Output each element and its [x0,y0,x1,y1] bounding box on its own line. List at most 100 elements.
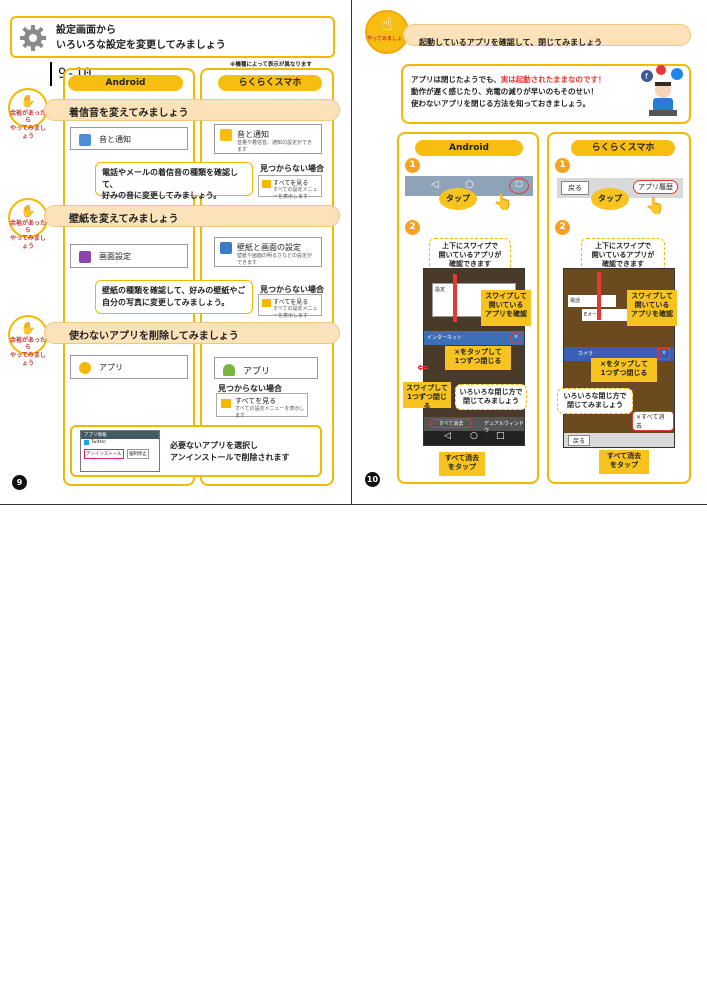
section-wallpaper-title: 壁紙を変えてみましょう [44,205,340,227]
section-ringtone-title: 着信音を変えてみましょう [44,99,340,121]
android-various-close: いろいろな閉じ方で 閉じてみましょう [455,384,527,410]
uninstall-note: 必要ないアプリを選択し アンインストールで削除されます [170,441,290,462]
waving-hand-icon: ✋ [20,321,36,335]
android-robot-icon [223,364,235,376]
close-icon[interactable]: × [510,332,522,344]
back-nav-icon[interactable]: ◁ [431,179,439,190]
try-badge-3: ✋余裕があったら やってみましょう [8,315,48,367]
raku-sound-setting[interactable]: 音と通知 音量や着信音、通知の設定ができます [214,124,322,154]
updown-arrow-icon-raku [597,272,601,320]
intro-text: アプリは閉じたようでも、実は起動されたままなのです！ 動作が遅く感じたり、充電の… [411,75,606,108]
try-badge-1: ✋余裕があったら やってみましょう [8,88,48,140]
uninstall-button[interactable]: アンインストール [84,449,124,459]
tap-bubble-raku: タップ [591,188,629,210]
raku-various-close: いろいろな閉じ方で 閉じてみましょう [557,388,633,414]
section-uninstall-title: 使わないアプリを削除してみましょう [44,322,340,344]
page9-title: 設定画面から いろいろな設定を変更してみましょう [56,25,226,51]
android-nav-bar: ◁ ○ □ [405,176,533,196]
tap-bubble-android: タップ [439,188,477,210]
see-all-2[interactable]: すべてを見る すべての設定メニューを表示します [258,294,322,319]
pointing-hand-icon: ☝ [381,14,393,35]
force-stop-button[interactable]: 強制停止 [126,449,149,459]
intro-frame [401,64,691,124]
gear-icon [20,25,46,51]
page-10: ☝ やってみましょう 起動しているアプリを確認して、閉じてみましょう アプリは閉… [353,0,707,505]
close-icon-raku[interactable]: × [658,348,670,360]
step2-android: 2 [405,220,420,235]
raku-col-frame [547,132,691,484]
step2-raku: 2 [555,220,570,235]
raku-swipe-updown: 上下にスワイプで 開いているアプリが 確認できます [581,238,665,272]
raku-clear-all-tap: すべて消去 をタップ [599,450,649,474]
not-found-1: 見つからない場合 [260,164,324,173]
left-arrow-icon: ⇐ [417,360,429,376]
finger-tap-icon-raku: 👆 [645,196,665,215]
card-camera[interactable]: カメラ × [564,347,674,361]
booklet-spread: 設定画面から いろいろな設定を変更してみましょう 9-10 ※機種によって表示が… [0,0,707,505]
see-all-3[interactable]: すべてを見る すべての設定メニューを表示します [216,393,308,419]
folder-icon [262,299,271,307]
page-number-9: 9 [12,475,27,490]
android-display-setting[interactable]: 画面設定 [70,244,188,268]
android-clear-bar: すべて消去 デュアルウィンドウ [424,417,524,434]
see-all-1[interactable]: すべてを見る すべての設定メニューを表示します [258,175,322,200]
android-swipe-close: スワイプして 1つずつ閉じる [403,382,451,410]
card-email: Eメール [582,309,632,321]
raku-history-button[interactable]: アプリ履歴 [633,180,678,194]
waving-hand-icon: ✋ [20,204,36,218]
android-col-frame [397,132,539,484]
home-nav-icon[interactable]: ○ [465,179,474,190]
android-clear-all-tap: すべて消去 をタップ [439,452,485,476]
page9-header: 設定画面から いろいろな設定を変更してみましょう [10,16,335,58]
android-x-tap: ×をタップして 1つずつ閉じる [445,346,511,370]
worried-person-icon: f [639,64,687,118]
raku-x-tap: ×をタップして 1つずつ閉じる [591,358,657,382]
page-number-10: 10 [365,472,380,487]
step1-raku: 1 [555,158,570,173]
android-bottom-bar: ◁○□ [424,431,524,445]
recents-nav-icon[interactable]: □ [509,178,529,194]
page10-header-bar: 起動しているアプリを確認して、閉じてみましょう [403,24,691,47]
col-android-label: Android [68,75,183,91]
page10-title: 起動しているアプリを確認して、閉じてみましょう [419,38,603,47]
android-swipe-updown: 上下にスワイプで 開いているアプリが 確認できます [429,238,511,272]
raku-bottom-bar: 戻る ×すべて消去 [564,411,674,447]
clear-all-button[interactable]: すべて消去 [430,419,473,428]
card-phone: 電話 [568,295,616,307]
svg-text:f: f [645,72,648,81]
android-sound-setting[interactable]: 音と通知 [70,127,188,150]
android-apps-setting[interactable]: アプリ [70,355,188,379]
raku-wallpaper-setting[interactable]: 壁紙と画面の設定 壁紙や画面の明るさなどの設定ができます [214,237,322,267]
waving-hand-icon: ✋ [20,94,36,108]
display-icon [79,251,91,263]
device-note: ※機種によって表示が異なります [230,62,312,68]
app-info-mini-screen: アプリ情報 Twitter アンインストール 強制停止 [80,430,160,472]
col-android-label-r: Android [415,140,523,156]
card-internet[interactable]: インターネット × [424,331,524,345]
try-badge-2: ✋余裕があったら やってみましょう [8,198,48,250]
try-badge-pointing: ☝ やってみましょう [365,10,409,54]
not-found-3: 見つからない場合 [218,384,282,393]
android-swipe-check: スワイプして 開いている アプリを確認 [481,290,531,326]
raku-nav-bar: 戻る アプリ履歴 [557,178,683,198]
speaker-icon [220,129,232,141]
raku-column-frame [200,68,334,486]
sound-icon [79,134,91,146]
folder-icon [221,399,231,408]
raku-apps-setting[interactable]: アプリ [214,357,318,379]
twitter-icon [84,440,89,445]
col-raku-label: らくらくスマホ [218,75,322,91]
apps-icon [79,362,91,374]
page-9: 設定画面から いろいろな設定を変更してみましょう 9-10 ※機種によって表示が… [0,0,352,505]
raku-clear-all-button[interactable]: ×すべて消去 [632,411,674,431]
step1-android: 1 [405,158,420,173]
wallpaper-icon [220,242,232,254]
finger-tap-icon: 👆 [493,192,513,211]
ringtone-note: 電話やメールの着信音の種類を確認して、 好みの音に変更してみましょう。 [95,162,253,200]
updown-arrow-icon [453,274,457,322]
not-found-2: 見つからない場合 [260,285,324,294]
wallpaper-note: 壁紙の種類を確認して、好みの壁紙やご 自分の写真に変更してみましょう。 [95,280,253,314]
folder-icon [262,180,271,188]
raku-swipe-check: スワイプして 開いている アプリを確認 [627,290,677,326]
raku-back-button[interactable]: 戻る [561,181,589,195]
